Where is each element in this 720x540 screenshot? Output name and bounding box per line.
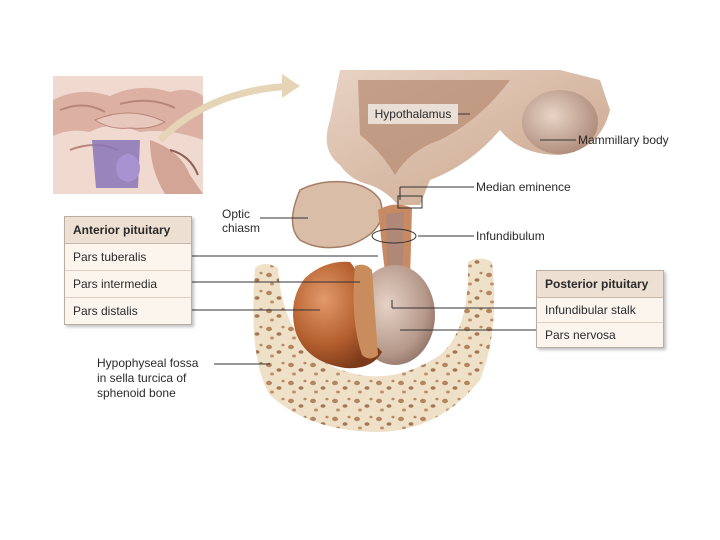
label-fossa-line-1: Hypophyseal fossa [97,356,199,370]
anterior-pituitary-box: Anterior pituitary Pars tuberalis Pars i… [64,216,192,325]
posterior-item-infundibular-stalk: Infundibular stalk [537,298,663,323]
label-fossa-line-2: in sella turcica of [97,371,187,385]
optic-chiasm [291,180,383,249]
anterior-item-pars-distalis: Pars distalis [73,304,138,318]
posterior-pituitary-box: Posterior pituitary Infundibular stalk P… [536,270,664,348]
anterior-item-pars-tuberalis: Pars tuberalis [65,244,191,271]
anterior-pituitary-title: Anterior pituitary [65,217,191,244]
label-infundibulum: Infundibulum [476,229,545,243]
label-hypothalamus: Hypothalamus [368,104,458,124]
posterior-pituitary-title: Posterior pituitary [537,271,663,298]
anterior-item-pars-intermedia: Pars intermedia [65,271,191,298]
sphenoid-bone [253,258,495,432]
brain-inset [53,76,203,194]
label-chiasm: chiasm [222,221,261,235]
hypothalamus-region [291,70,610,249]
mammillary-body [522,90,598,154]
label-mammillary-body: Mammillary body [578,133,669,147]
label-median-eminence: Median eminence [476,180,571,194]
zoom-arrow [157,82,293,143]
posterior-item-pars-nervosa: Pars nervosa [545,328,616,342]
label-fossa-line-3: sphenoid bone [97,386,176,400]
label-optic: Optic [222,207,251,221]
pars-intermedia [353,264,378,359]
